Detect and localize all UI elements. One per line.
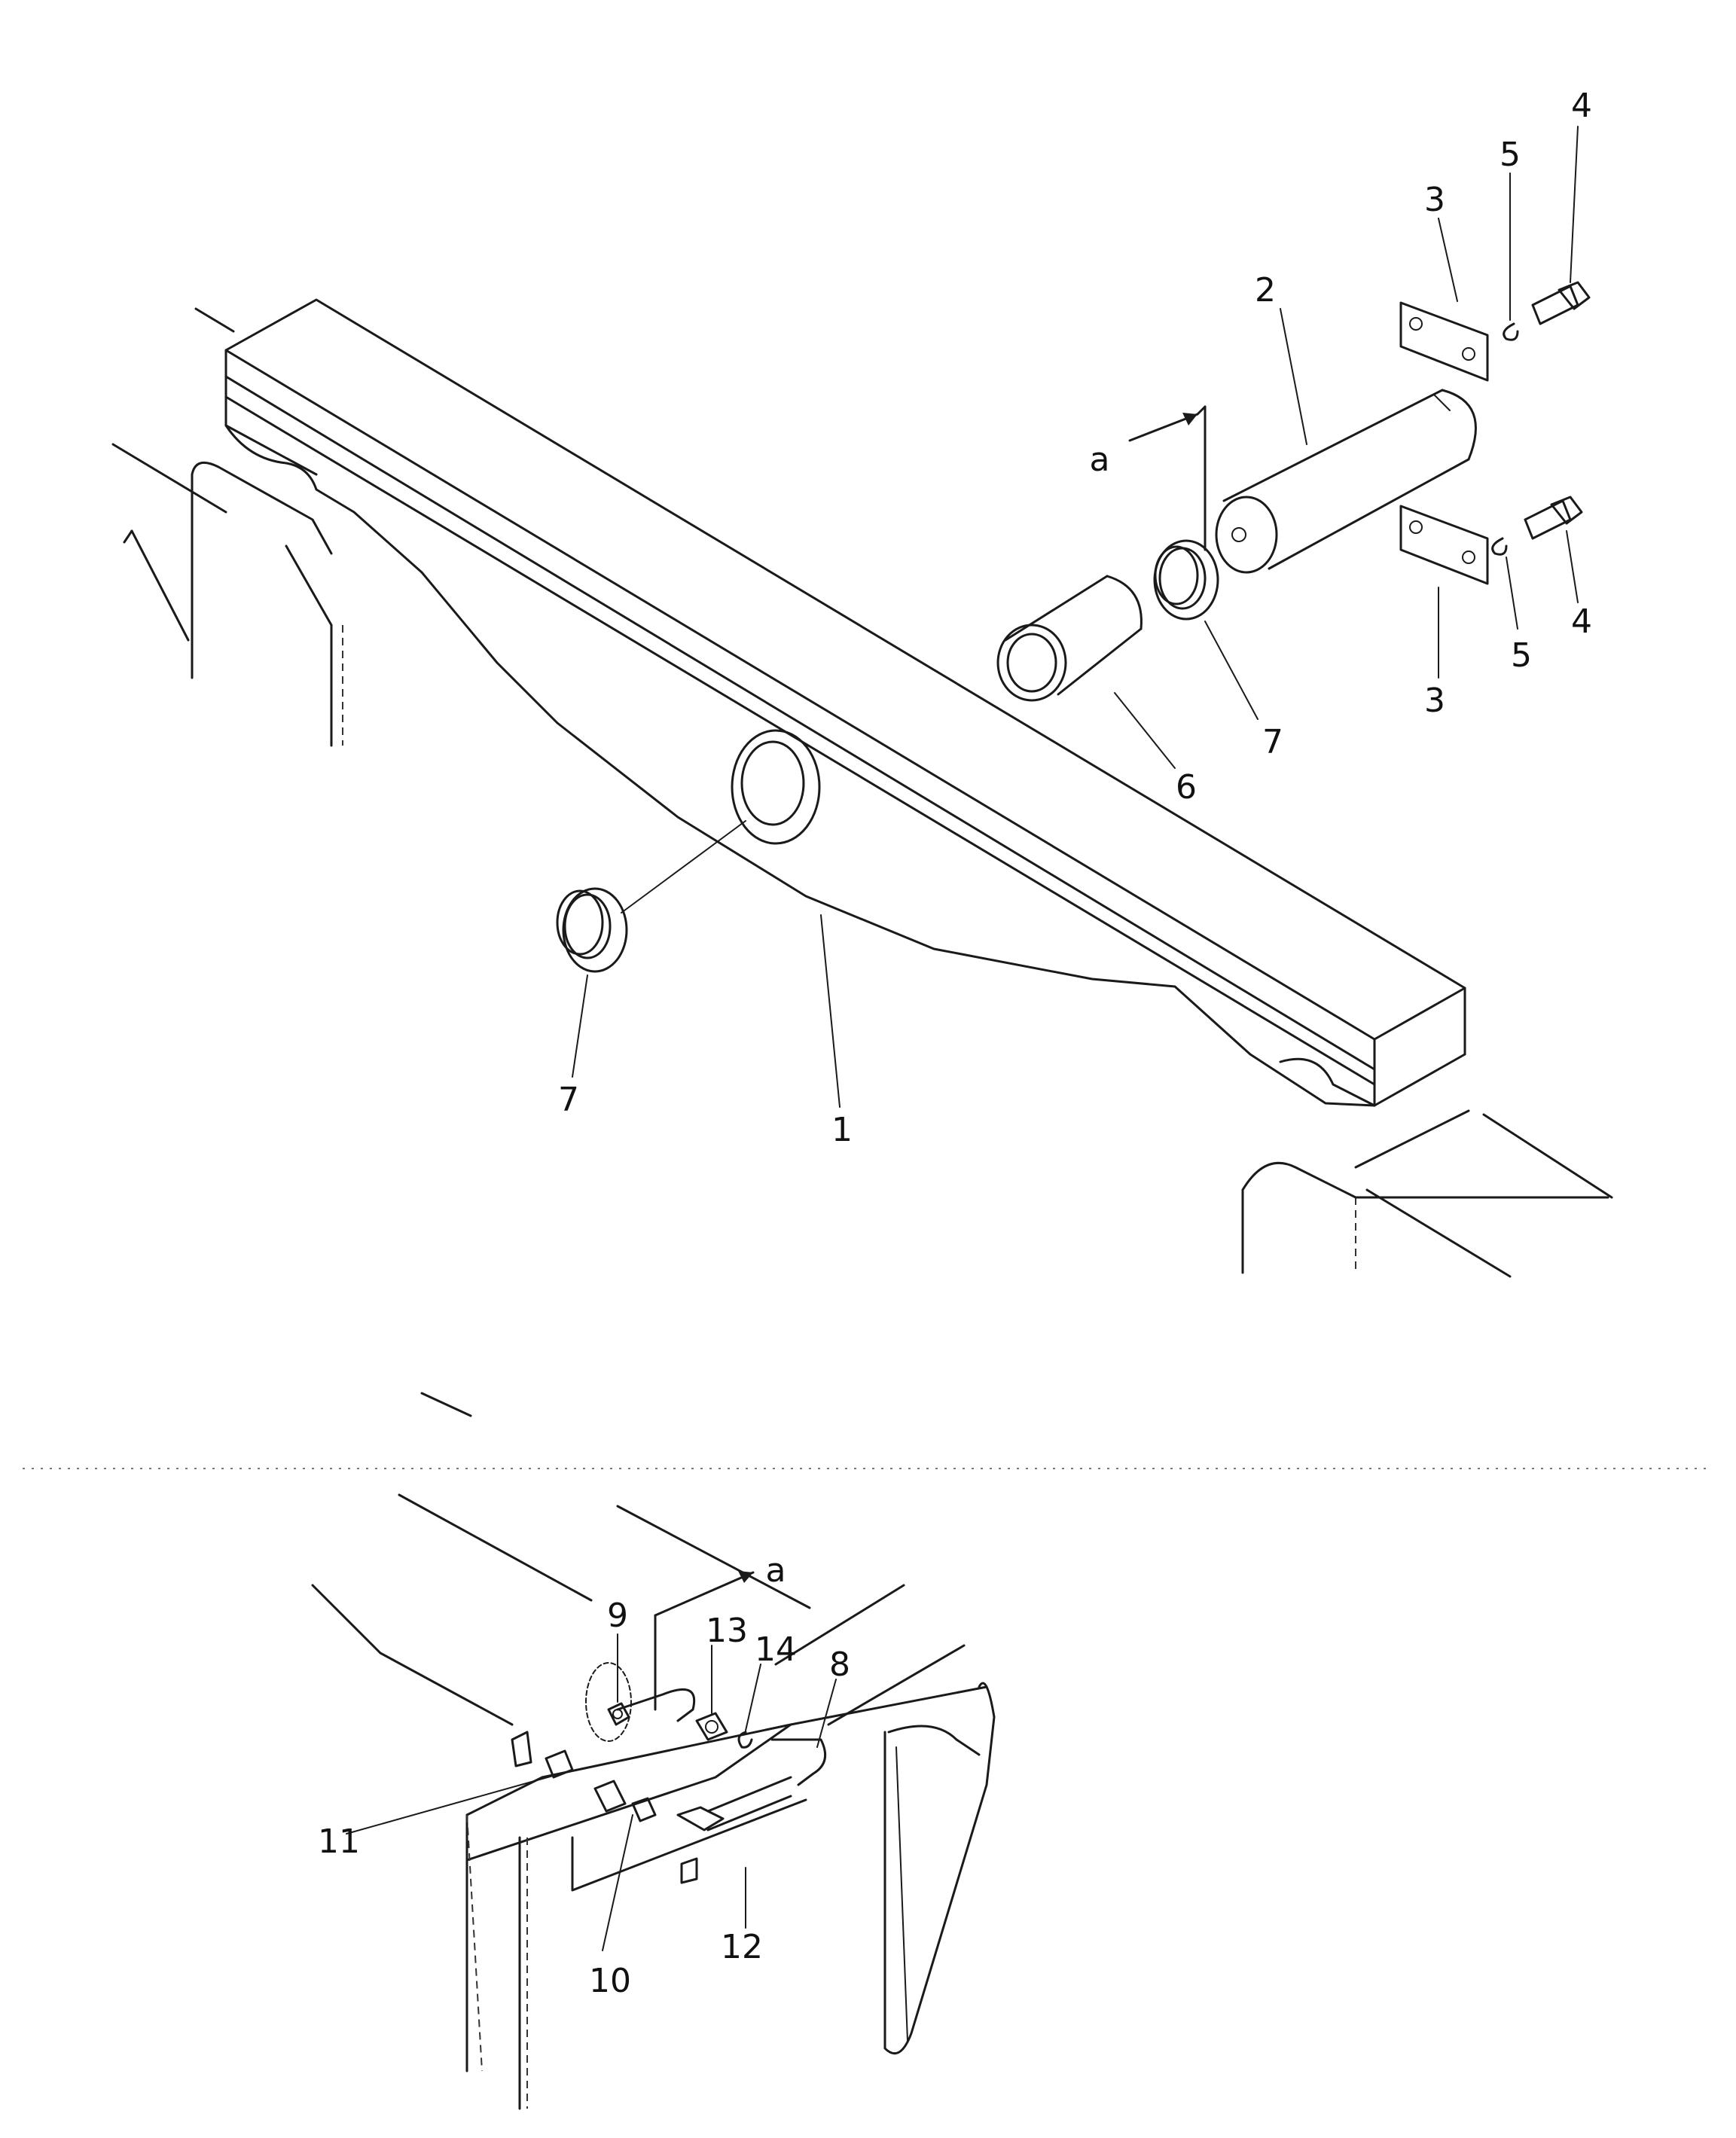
callout-5-bottom: 5 [1511,636,1532,675]
callout-5-top: 5 [1500,136,1521,174]
washer-top [1503,322,1519,341]
callout-10: 10 [589,1962,631,2000]
left-frame-upright [111,307,343,747]
upper-leaders [572,126,1579,1108]
lower-frame [311,1493,996,2110]
view-marker-lower: a [766,1551,786,1590]
lower-callouts: 9 13 14 8 11 12 10 [318,1597,850,2000]
stray-stroke [420,1392,472,1417]
callout-3-top: 3 [1424,181,1445,219]
fitting-9 [607,1702,630,1726]
callout-13: 13 [706,1612,748,1650]
bolt-top [1531,281,1591,325]
callout-3-bottom: 3 [1424,682,1445,720]
view-arrow-lower: a [654,1551,786,1711]
clamp [680,1857,698,1884]
center-bore [731,729,821,845]
callout-4-bottom: 4 [1571,602,1592,641]
clip-14 [737,1731,753,1749]
upper-callouts: 2 3 5 4 3 5 4 6 7 7 1 [558,87,1592,1149]
lock-plate-bottom [1399,505,1489,585]
elbow-11 [511,1731,574,1779]
lock-plate-top [1399,301,1489,382]
right-frame-upright [1241,1109,1613,1278]
seal-ring-upper [1153,539,1219,621]
seal-ring-lower [556,820,746,973]
main-beam [224,298,1466,1107]
callout-4-top: 4 [1571,87,1592,125]
upper-exploded-view: a 2 3 5 4 3 5 4 6 7 7 1 [111,87,1613,1278]
callout-7-lower: 7 [558,1081,579,1119]
block-fitting [593,1780,627,1813]
callout-12: 12 [721,1928,763,1966]
bushing [996,575,1143,702]
lower-leaders [346,1633,837,1951]
callout-6: 6 [1176,768,1197,807]
callout-14: 14 [755,1630,797,1669]
callout-11: 11 [318,1822,360,1861]
bolt-bottom [1524,496,1583,540]
grease-tube [571,1688,827,1892]
callout-2: 2 [1255,271,1276,310]
callout-7-upper: 7 [1262,723,1283,761]
callout-9: 9 [607,1597,628,1635]
hub-disk [585,1662,632,1742]
callout-8: 8 [829,1645,850,1684]
washer-bottom [1491,537,1508,556]
view-marker-upper: a [1090,441,1110,479]
lower-detail-view: a 9 13 14 8 11 12 10 [311,1493,996,2110]
callout-1: 1 [831,1111,853,1149]
view-arrow-upper: a [1090,405,1207,551]
pin [1215,389,1477,574]
fitting-10 [631,1797,657,1822]
fitting-13 [695,1712,728,1741]
